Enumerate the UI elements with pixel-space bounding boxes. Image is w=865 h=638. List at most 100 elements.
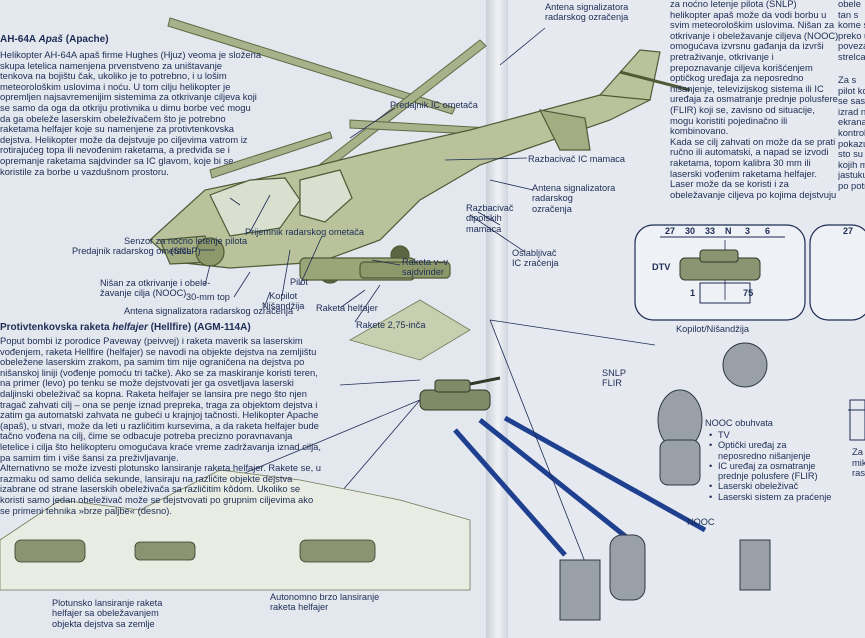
nooc-item: Optički uređaj za: [709, 440, 831, 451]
intro-line: da ga obeleže laserskim obeleživačem što…: [0, 112, 226, 124]
edge-line: mikro: [852, 456, 865, 468]
laser-beams: [453, 415, 707, 557]
hellfire-line: izabrane od strane laserskih obeleživača…: [0, 483, 301, 495]
edge-line: po potr: [838, 179, 865, 191]
edge-line: strelca.: [838, 50, 865, 62]
right-text-line: raketama, topom kalibra 30 mm ili: [670, 156, 811, 168]
hellfire-text: Poput bombi iz porodice Paveway (peivvej…: [0, 335, 345, 516]
right-text-line: laserski vođenim raketama helfajer.: [670, 167, 817, 179]
label-antena-mid: Antena signalizatora radarskog ozračenja: [532, 183, 616, 214]
nooc-item: Laserski sistem za praćenje: [709, 492, 831, 503]
label-antena-top: Antena signalizatora radarskog ozračenja: [545, 2, 629, 23]
apache-helicopter: [149, 49, 691, 284]
caption-plotunsko: Plotunsko lansiranje raketa helfajer sa …: [52, 598, 163, 629]
compass-tick: 3: [745, 226, 751, 236]
compass-tick: 30: [685, 226, 696, 236]
intro-line: opremanje raketama sajdvinder sa IC glav…: [0, 154, 234, 166]
intro-line: skupa letelica namenjena prvenstveno za …: [0, 59, 223, 71]
label-antena-low: Antena signalizatora radarskog ozračenja: [124, 306, 294, 316]
right-text-line: mogu koristiti pojedinačno ili: [670, 114, 788, 126]
ground-tanks: [14, 539, 376, 563]
label-kopilot: Kopilot Nišandžija: [262, 291, 305, 312]
nooc-item: IC uređaj za osmatranje: [709, 461, 831, 472]
right-edge-text-3: Za semikrorasa: [852, 447, 865, 479]
hellfire-line: tragač zahvati cilj – ona se penje iznad…: [0, 398, 318, 410]
intro-line: opremljen najsavremenijim sistemima za o…: [0, 91, 257, 103]
right-top-text: za noćno letenje pilota (SNLP)helikopter…: [670, 0, 845, 200]
edge-line: kome s: [838, 19, 865, 31]
label-rakete-275: Rakete 2,75-inča: [356, 320, 426, 330]
right-edge-box: [849, 399, 865, 441]
label-razbacivac-ic: Razbacivač IC mamaca: [528, 154, 626, 164]
nooc-title: NOOC obuhvata: [705, 418, 773, 428]
hellfire-line: obeležene laserskim zrakom, pa samim tim…: [0, 356, 305, 368]
nooc-item: TV: [709, 430, 831, 441]
compass-tick: N: [725, 226, 732, 236]
hellfire-line: vođenjem, raketa Hellfire (helfajer) se …: [0, 345, 317, 357]
hellfire-line: tačno vođena na cilj, čime se odbacuje p…: [0, 430, 293, 442]
nooc-item: Laserski obeleživač: [709, 481, 831, 492]
kopilot-display: [634, 224, 865, 321]
label-senzor: Senzor za noćno letenje pilota (SNLP): [124, 236, 248, 257]
caption-autonomno: Autonomno brzo lansiranje raketa helfaje…: [270, 592, 380, 613]
nooc-item: neposredno nišanjenje: [718, 450, 811, 461]
intro-line: tenkova na bojištu čak, ukoliko je to po…: [0, 70, 227, 82]
right-text-line: (FLIR) koji se, zavisno od situacije,: [670, 103, 815, 115]
right-text-line: nišanjenje, televizijskog sistema ili IC: [670, 82, 824, 94]
edge-line: Za se: [852, 447, 865, 457]
intro-line: meteorološkim uslovima i noću. U tom cil…: [0, 80, 231, 92]
intro-line: koristile za borbe u vazdušnom prostoru.: [0, 165, 169, 177]
hellfire-line: koristi samo jedan obeleživač može se de…: [0, 493, 314, 505]
intro-line: Helikopter AH-64A apaš firme Hughes (Hju…: [0, 49, 262, 60]
intro-line: dejstva. Helikopter može da dejstvuje po…: [0, 133, 248, 145]
hellfire-line: Poput bombi iz porodice Paveway (peivvej…: [0, 335, 303, 346]
edge-line: rasa: [852, 467, 865, 479]
label-predajnik-ic: Predajnik IC ometača: [390, 100, 478, 110]
apache-title: AH-64A Apaš (Apache): [0, 34, 109, 45]
kopilot-caption: Kopilot/Nišandžija: [676, 324, 750, 334]
leader-lines: [200, 27, 546, 323]
hellfire-line: daljinski obeleživač sa kopna. Raketa he…: [0, 387, 307, 399]
intro-line: se samo da oga da otkriju protivnika u d…: [0, 101, 251, 113]
right-text-line: uređaja za osmatranje prednje polusfere: [670, 93, 838, 105]
edge-line: izrad n: [838, 105, 865, 117]
label-raketa-helfajer: Raketa helfajer: [316, 303, 378, 313]
scale-right: 75: [743, 288, 754, 298]
label-razbacivac-dipol: Razbacivač dipolskih mamaca: [466, 203, 514, 234]
right-text-line: Laser može da se koristi i za: [670, 178, 789, 190]
edge-line: ekrana: [838, 116, 865, 128]
hellfire-line: (apaš), u stvari, može da leti u različi…: [0, 419, 319, 431]
edge-line: obele: [838, 0, 861, 9]
compass-tick: 6: [765, 226, 771, 236]
label-prijemnik: Prijemnik radarskog ometača: [245, 227, 364, 237]
label-oslabljivac: Oslabljivač IC zračenja: [512, 248, 559, 269]
compass-tick: 33: [705, 226, 716, 236]
intro-line: raketama helfajer koje su namenjene za p…: [0, 123, 234, 135]
edge-line: kojih m: [838, 158, 865, 170]
edge-line: se sasto: [838, 95, 865, 107]
label-nisan: Nišan za otkrivanje i obele- žavanje cil…: [100, 278, 211, 299]
right-text-line: svim meteorološkim uslovima. Nišan za: [670, 19, 835, 31]
nooc-sensor: [559, 342, 771, 621]
edge-line: kontrol: [838, 126, 865, 138]
edge-line: pokazuju: [838, 137, 865, 149]
right-text-line: ručno ili automatski, a napad se izvodi: [670, 146, 829, 158]
hellfire-line: pa samim tim i više šansi za preživljava…: [0, 451, 179, 463]
label-top: 30-mm top: [186, 292, 230, 302]
right-text-line: otkrivanje i obeležavanje ciljeva (NOOC): [670, 29, 839, 41]
hellfire-line: na primer (levo) po tenku se može dejstv…: [0, 377, 294, 389]
edge-line: jastuku: [838, 169, 865, 181]
edge-line: sto su: [838, 148, 864, 160]
hellfire-line: nišanskoj liniji (vođenje pomoću tri tač…: [0, 366, 318, 378]
nooc-item: prednje polusfere (FLIR): [718, 471, 818, 482]
edge-line: tan s: [838, 8, 859, 20]
nooc-label: NOOC: [687, 517, 715, 527]
hellfire-line: se primeni tehnika »brze paljbe« (desno)…: [0, 504, 172, 516]
right-text-line: helikopter apaš može da vodi borbu u: [670, 8, 827, 20]
right-text-line: prepoznavanje ciljeva korišćenjem: [670, 61, 813, 73]
main-rotor: [167, 17, 561, 187]
